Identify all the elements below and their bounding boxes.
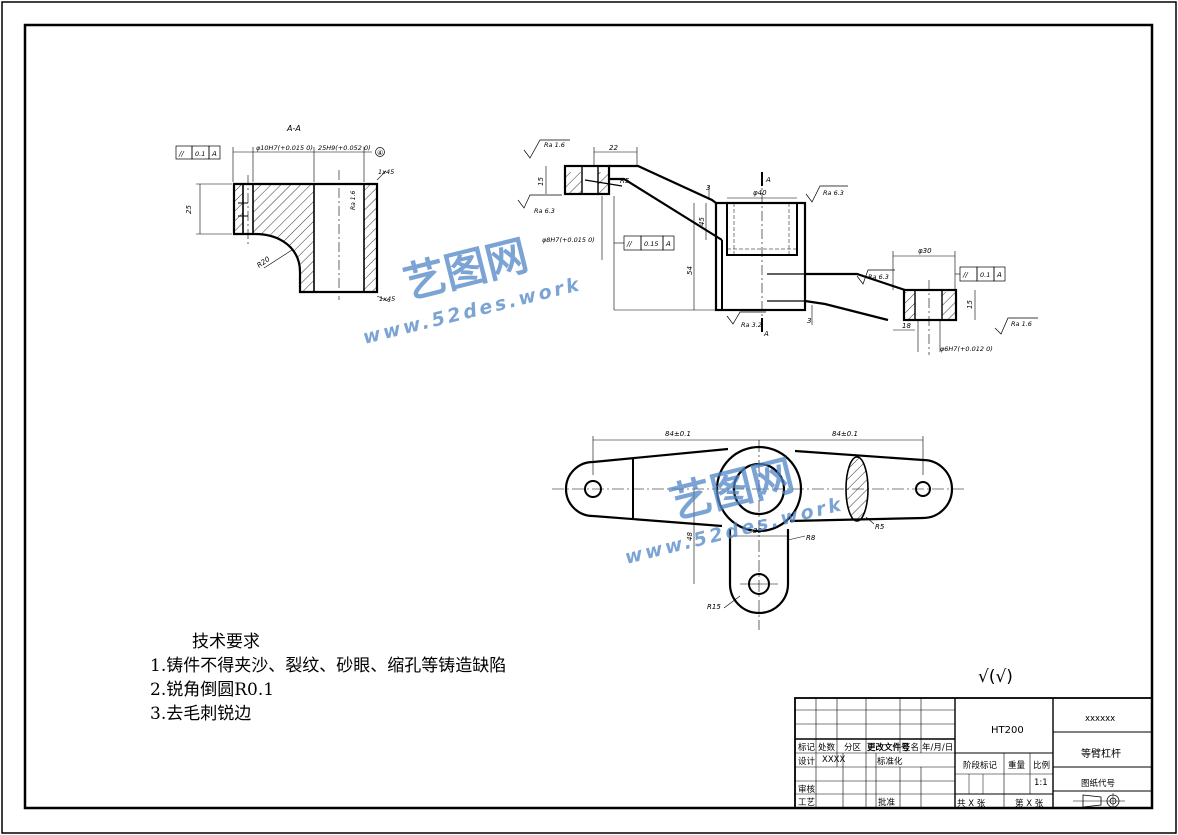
dim-15: 15 (537, 177, 545, 186)
dim-radius-20: R20 (256, 255, 272, 270)
svg-text:Ra 6.3: Ra 6.3 (534, 207, 555, 215)
dim-22: 22 (609, 144, 618, 152)
tb-check-label: 审核 (798, 785, 816, 795)
dim-r5: R5 (620, 177, 630, 185)
svg-text:0.15: 0.15 (644, 240, 658, 248)
tb-standardize-label: 标准化 (877, 757, 903, 767)
svg-text:A: A (665, 240, 671, 248)
tb-material: HT200 (991, 725, 1024, 736)
svg-text:0.1: 0.1 (195, 150, 205, 158)
tb-weight: 重量 (1008, 761, 1026, 771)
front-view: 22 15 R5 3 φ40 45 54 φ8H7(+0.015 0) φ30 … (517, 139, 1038, 355)
dim-bore-10: φ10H7(+0.015 0) (256, 144, 313, 152)
dim-bore-25: 25H9(+0.052 0) (318, 144, 371, 152)
svg-text://: // (178, 150, 184, 158)
tb-company: xxxxxx (1085, 714, 1116, 724)
title-block: 标记 处数 分区 更改文件号 签名 年/月/日 设计 XXXX 标准化 审核 工… (795, 698, 1152, 809)
dim-chamfer-bottom: 1x45 (379, 295, 395, 303)
section-view-a-a: A-A φ10H7(+0.015 0) 25H9(+0.052 0) 25 R2… (175, 124, 395, 303)
dim-height-25: 25 (185, 205, 193, 214)
dim-r8: R8 (806, 534, 816, 542)
general-roughness-symbol: √(√) (978, 667, 1013, 687)
tolerance-frame-1: // 0.1 A (175, 145, 221, 160)
dim-bore-8: φ8H7(+0.015 0) (542, 236, 595, 244)
svg-text:Ra 6.3: Ra 6.3 (823, 189, 844, 197)
dim-bore-6: φ6H7(+0.012 0) (940, 345, 993, 353)
dim-3-top: 3 (706, 184, 710, 192)
dim-45: 45 (698, 217, 706, 226)
dim-r15: R15 (707, 603, 721, 611)
dim-84-left: 84±0.1 (665, 430, 691, 438)
tb-part-name: 等臂杠杆 (1081, 749, 1121, 760)
tb-sheet-no: 第 X 张 (1015, 799, 1044, 809)
svg-text:Ra 1.6: Ra 1.6 (544, 141, 565, 149)
dim-chamfer-top: 1x45 (378, 168, 394, 176)
tb-header-count: 处数 (818, 743, 836, 753)
tech-req-item: 1.铸件不得夹沙、裂纹、砂眼、缩孔等铸造缺陷 (150, 656, 507, 676)
tb-header-zone: 分区 (844, 743, 862, 753)
dim-15-right: 15 (966, 300, 974, 309)
datum-circle-label: ④ (377, 149, 383, 157)
dim-54: 54 (686, 266, 694, 275)
section-mark-top: A (765, 176, 771, 184)
svg-text:A: A (211, 150, 217, 158)
tech-req-item: 2.锐角倒圆R0.1 (150, 680, 275, 700)
tb-scale-value: 1:1 (1034, 778, 1048, 788)
tb-header-date: 年/月/日 (922, 743, 954, 753)
svg-text:Ra 1.6: Ra 1.6 (1011, 320, 1032, 328)
tb-stage-mark: 阶段标记 (963, 761, 998, 771)
title-block-grid (794, 697, 1153, 809)
svg-text://: // (962, 271, 968, 279)
svg-text:Ra 6.3: Ra 6.3 (868, 273, 889, 281)
tb-designer: XXXX (822, 755, 846, 765)
dim-r5-top-view: R5 (875, 523, 885, 531)
dim-3-bottom: 3 (807, 317, 811, 325)
dim-40: φ40 (753, 189, 767, 197)
tb-sheets-total: 共 X 张 (957, 799, 986, 809)
section-label: A-A (286, 124, 301, 133)
svg-text:Ra 3.2: Ra 3.2 (741, 321, 762, 329)
tb-process-label: 工艺 (798, 798, 816, 808)
tolerance-frame-2: // 0.15 A (614, 235, 675, 251)
roughness-callouts: Ra 1.6 Ra 6.3 Ra 6.3 Ra 6.3 Ra 3.2 Ra 1.… (517, 139, 1038, 335)
section-mark-bottom: A (763, 330, 769, 338)
tb-header-change-doc: 更改文件号 (867, 743, 910, 753)
dim-30-top-view: 30 (753, 527, 762, 535)
dim-18: 18 (902, 322, 911, 330)
roughness-bore-25: Ra 1.6 (350, 191, 357, 210)
inner-frame (23, 23, 1154, 810)
tb-drawing-no: 图纸代号 (1081, 779, 1116, 789)
dim-84-right: 84±0.1 (832, 430, 858, 438)
dim-48: 48 (686, 532, 694, 541)
svg-text:A: A (996, 271, 1002, 279)
tb-header-sign: 签名 (902, 743, 920, 753)
tolerance-frame-3: // 0.1 A (955, 266, 1006, 282)
tb-design-label: 设计 (798, 757, 816, 767)
tech-req-item: 3.去毛刺锐边 (150, 704, 252, 724)
svg-text://: // (626, 240, 632, 248)
svg-text:0.1: 0.1 (980, 271, 990, 279)
technical-requirements: 技术要求 1.铸件不得夹沙、裂纹、砂眼、缩孔等铸造缺陷 2.锐角倒圆R0.1 3… (150, 630, 506, 726)
tech-req-title: 技术要求 (192, 632, 260, 652)
tb-approve-label: 批准 (878, 798, 896, 808)
tb-header-mark: 标记 (798, 743, 816, 753)
dim-30: φ30 (918, 247, 932, 255)
top-view: 84±0.1 84±0.1 30 48 R8 R5 R15 (552, 430, 965, 630)
tb-scale-label: 比例 (1033, 761, 1051, 771)
